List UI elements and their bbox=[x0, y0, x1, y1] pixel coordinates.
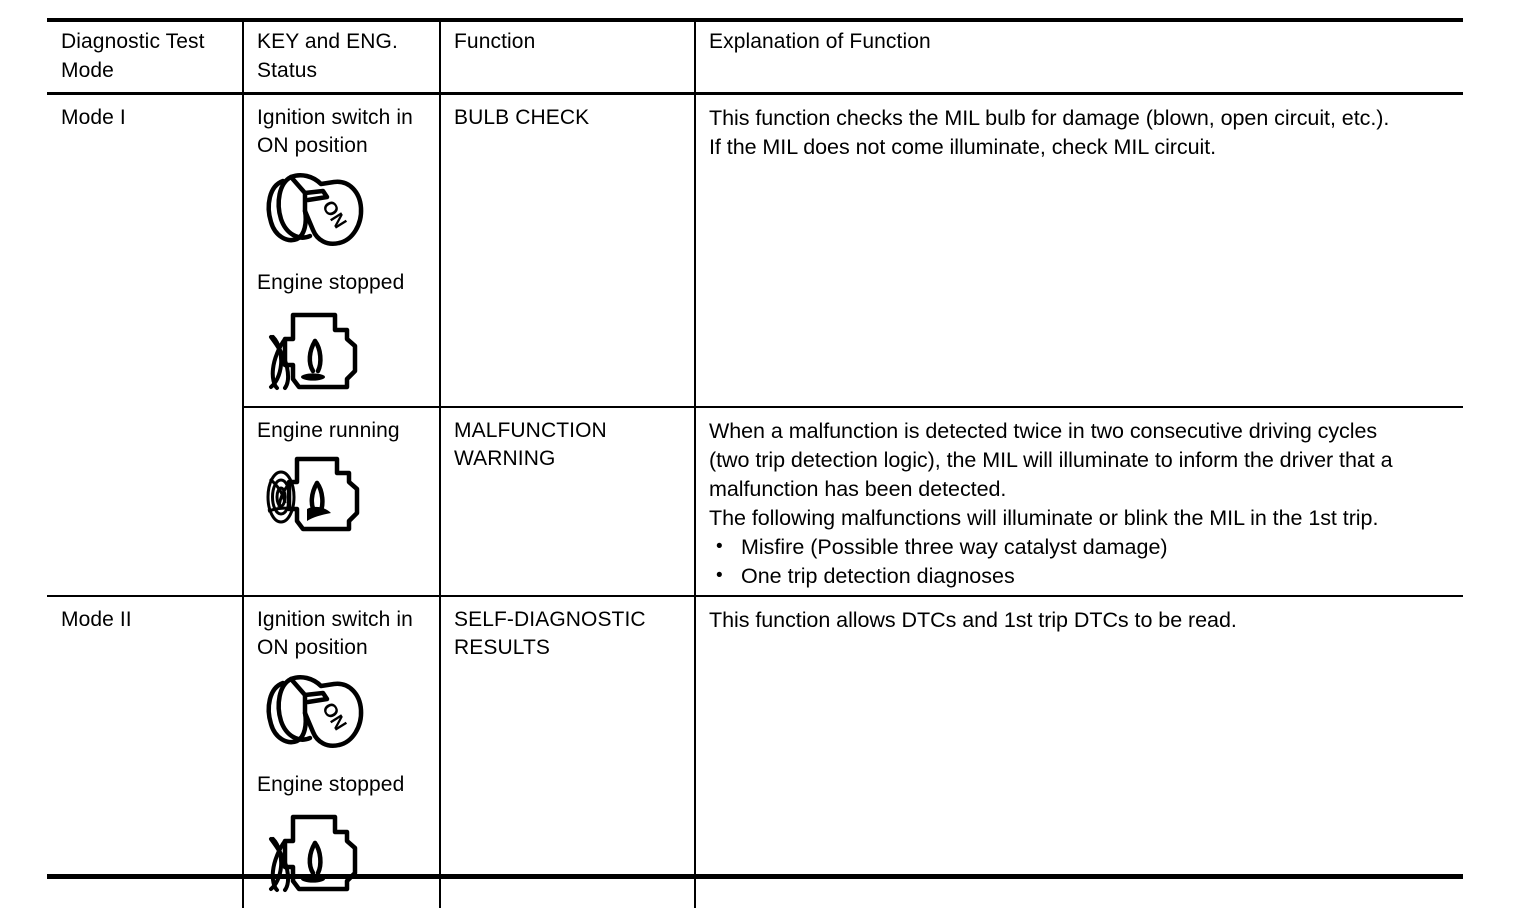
header-cell-status: KEY and ENG. Status bbox=[242, 18, 440, 94]
cell-mode-2: Mode II bbox=[47, 595, 243, 908]
diagnostic-test-mode-table: Diagnostic Test Mode KEY and ENG. Status… bbox=[47, 18, 1463, 908]
cell-explanation-1: This function checks the MIL bulb for da… bbox=[694, 92, 1463, 407]
header-cell-function: Function bbox=[439, 18, 695, 94]
header-label-function: Function bbox=[454, 30, 536, 53]
ignition-key-on-label: ON bbox=[317, 197, 350, 232]
status-text-primary: Ignition switch in ON position bbox=[257, 608, 413, 659]
mode-label: Mode I bbox=[61, 106, 126, 129]
status-text-secondary: Engine stopped bbox=[257, 271, 405, 294]
status-text-primary: Engine running bbox=[257, 419, 400, 442]
function-label: SELF-DIAGNOSTIC RESULTS bbox=[454, 608, 646, 659]
ignition-key-on-label: ON bbox=[317, 699, 350, 734]
engine-stopped-icon bbox=[263, 305, 427, 402]
table-header-row: Diagnostic Test Mode KEY and ENG. Status… bbox=[47, 18, 1463, 94]
explanation-text: This function allows DTCs and 1st trip D… bbox=[709, 608, 1237, 632]
cell-status-3: Ignition switch in ON position ON bbox=[242, 595, 440, 908]
cell-mode-1: Mode I bbox=[47, 92, 243, 596]
header-label-mode: Diagnostic Test Mode bbox=[61, 30, 205, 82]
header-label-explanation: Explanation of Function bbox=[709, 30, 931, 53]
ignition-key-on-icon: ON bbox=[261, 170, 427, 253]
engine-stopped-icon bbox=[263, 807, 427, 904]
table-row: Engine running bbox=[47, 406, 1463, 596]
status-text-primary: Ignition switch in ON position bbox=[257, 106, 413, 157]
cell-function-1: BULB CHECK bbox=[439, 92, 695, 407]
header-cell-mode: Diagnostic Test Mode bbox=[47, 18, 243, 94]
cell-explanation-2: When a malfunction is detected twice in … bbox=[694, 406, 1463, 596]
mode-label: Mode II bbox=[61, 608, 132, 631]
table-row: Mode II Ignition switch in ON position bbox=[47, 595, 1463, 908]
cell-function-2: MALFUNCTION WARNING bbox=[439, 406, 695, 596]
header-cell-explanation: Explanation of Function bbox=[694, 18, 1463, 94]
list-item: One trip detection diagnoses bbox=[709, 561, 1451, 591]
engine-running-icon bbox=[263, 451, 427, 542]
status-text-secondary: Engine stopped bbox=[257, 773, 405, 796]
ignition-key-on-icon: ON bbox=[261, 672, 427, 755]
table-row: Mode I Ignition switch in ON position bbox=[47, 92, 1463, 596]
cell-status-2: Engine running bbox=[242, 406, 440, 596]
cell-explanation-3: This function allows DTCs and 1st trip D… bbox=[694, 595, 1463, 908]
explanation-text: When a malfunction is detected twice in … bbox=[709, 419, 1393, 530]
cell-status-1: Ignition switch in ON position ON bbox=[242, 92, 440, 407]
malfunction-bullet-list: Misfire (Possible three way catalyst dam… bbox=[709, 532, 1451, 591]
cell-function-3: SELF-DIAGNOSTIC RESULTS bbox=[439, 595, 695, 908]
list-item: Misfire (Possible three way catalyst dam… bbox=[709, 532, 1451, 562]
function-label: BULB CHECK bbox=[454, 106, 590, 129]
explanation-text: This function checks the MIL bulb for da… bbox=[709, 106, 1390, 159]
function-label: MALFUNCTION WARNING bbox=[454, 419, 607, 470]
header-label-status: KEY and ENG. Status bbox=[257, 30, 398, 82]
